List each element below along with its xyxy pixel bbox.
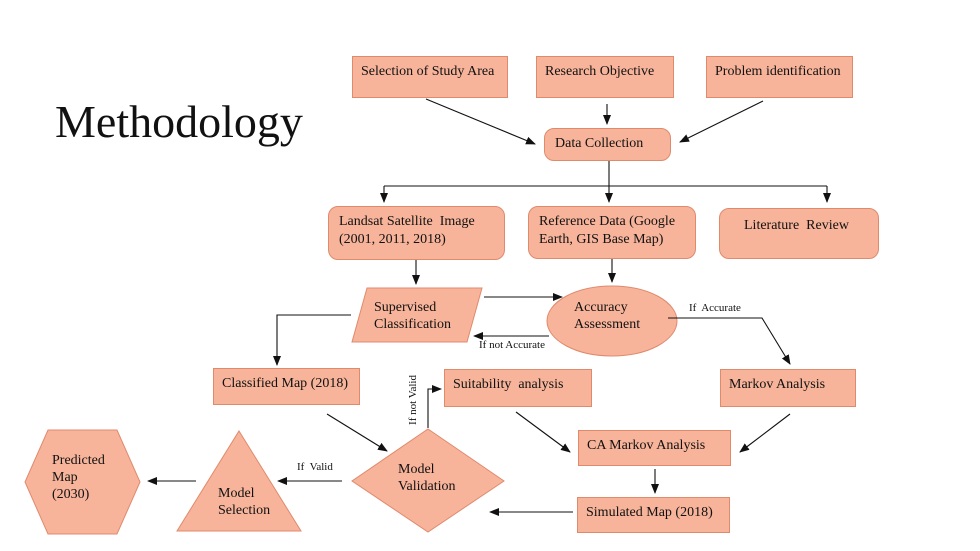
arrow-study-area-to-data xyxy=(425,98,536,145)
model-selection-label: Model Selection xyxy=(218,485,270,519)
node-label-line1: Reference Data (Google xyxy=(539,214,676,229)
edge-label-if-valid: If Valid xyxy=(297,461,333,473)
node-reference-data: Reference Data (Google Earth, GIS Base M… xyxy=(528,206,696,259)
node-label: Suitability analysis xyxy=(453,377,564,392)
accuracy-assessment-shape xyxy=(546,285,678,357)
node-label: Research Objective xyxy=(545,64,655,79)
node-label: Data Collection xyxy=(555,136,644,151)
label-line1: Supervised xyxy=(374,300,437,315)
node-label: Classified Map (2018) xyxy=(222,376,348,391)
node-label: Literature Review xyxy=(744,218,849,233)
node-label-line2: (2001, 2011, 2018) xyxy=(339,232,446,247)
node-landsat-image: Landsat Satellite Image (2001, 2011, 201… xyxy=(328,206,505,260)
predicted-map-shape xyxy=(24,429,141,535)
node-suitability-analysis: Suitability analysis xyxy=(444,369,592,407)
edge-label-if-accurate: If Accurate xyxy=(689,302,741,314)
arrow-classified-to-validation xyxy=(326,413,388,452)
label-line2: Classification xyxy=(374,317,451,332)
node-literature-review: Literature Review xyxy=(719,208,879,259)
model-validation-label: Model Validation xyxy=(398,461,456,495)
label-line2: Map xyxy=(52,470,78,485)
supervised-classification-shape xyxy=(351,287,483,343)
accuracy-assessment-label: Accuracy Assessment xyxy=(574,299,640,333)
node-label: Markov Analysis xyxy=(729,377,826,392)
node-label-line2: Earth, GIS Base Map) xyxy=(539,232,664,247)
arrow-validation-to-suitability xyxy=(427,385,442,428)
label-line2: Selection xyxy=(218,503,271,518)
label-line1: Accuracy xyxy=(574,300,628,315)
node-selection-study-area: Selection of Study Area xyxy=(352,56,508,98)
model-validation-shape xyxy=(351,428,505,533)
node-simulated-map: Simulated Map (2018) xyxy=(577,497,730,533)
node-research-objective: Research Objective xyxy=(536,56,674,98)
node-label: Problem identification xyxy=(715,64,841,79)
arrow-accuracy-to-markov xyxy=(668,317,791,365)
arrow-supervised-to-classified xyxy=(273,314,351,366)
node-markov-analysis: Markov Analysis xyxy=(720,369,856,407)
node-label-line1: Landsat Satellite Image xyxy=(339,214,475,229)
model-selection-shape xyxy=(176,430,302,532)
arrow-markov-to-ca xyxy=(739,413,791,453)
label-line1: Predicted xyxy=(52,453,105,468)
label-line2: Assessment xyxy=(574,317,641,332)
arrow-suitability-to-ca xyxy=(515,411,571,453)
page-title: Methodology xyxy=(55,96,303,147)
node-label: CA Markov Analysis xyxy=(587,438,706,453)
supervised-classification-label: Supervised Classification xyxy=(374,299,451,333)
node-label: Simulated Map (2018) xyxy=(586,505,713,520)
label-line1: Model xyxy=(218,486,255,501)
node-data-collection: Data Collection xyxy=(544,128,671,161)
edge-label-if-not-accurate: If not Accurate xyxy=(479,339,545,351)
edge-label-if-not-valid: If not Valid xyxy=(406,375,419,425)
node-label: Selection of Study Area xyxy=(361,64,495,79)
node-problem-identification: Problem identification xyxy=(706,56,853,98)
node-classified-map: Classified Map (2018) xyxy=(213,368,360,405)
label-line1: Model xyxy=(398,462,435,477)
arrow-problem-to-data xyxy=(679,100,764,143)
node-ca-markov-analysis: CA Markov Analysis xyxy=(578,430,731,466)
label-line2: Validation xyxy=(398,479,456,494)
label-line3: (2030) xyxy=(52,487,90,502)
predicted-map-label: Predicted Map (2030) xyxy=(52,452,105,503)
